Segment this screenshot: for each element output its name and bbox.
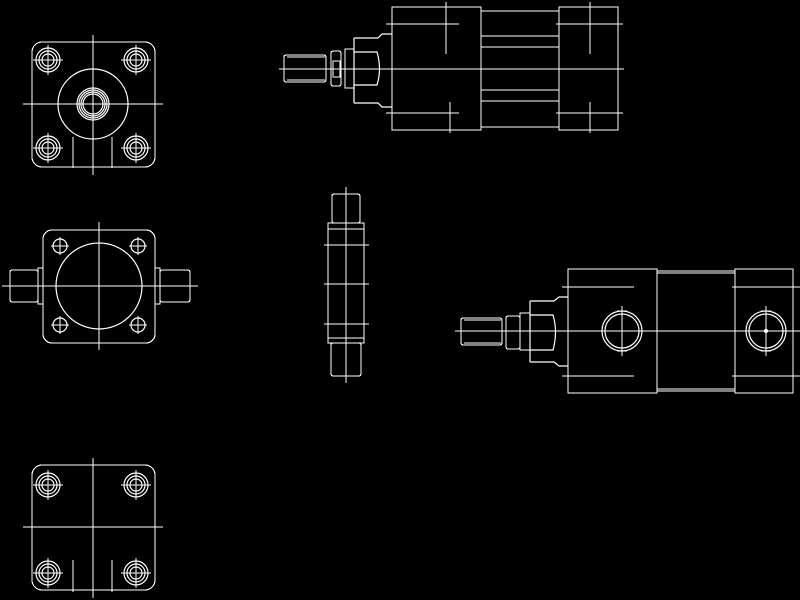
port-hole [601, 306, 643, 356]
top-cylinder-elevation [279, 2, 624, 133]
bottom-cylinder-elevation [455, 268, 800, 394]
rear-flange-view [23, 458, 163, 598]
threaded-rod-end [283, 54, 327, 83]
port-hole [745, 306, 787, 356]
front-flange-view [23, 35, 163, 175]
side-view-with-trunnions [2, 222, 198, 350]
rod-boss [354, 51, 381, 86]
boss-circle [57, 68, 129, 140]
threaded-rod-end [460, 317, 503, 346]
shaft-view [324, 187, 369, 383]
nut [505, 315, 521, 350]
nut [330, 50, 342, 87]
bolt-holes [33, 45, 151, 163]
